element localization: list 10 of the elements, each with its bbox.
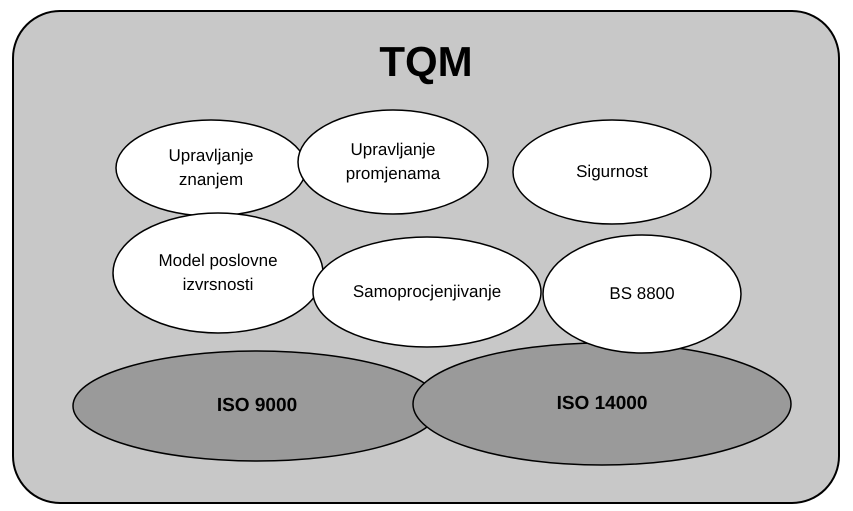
ellipse-label: Model poslovne izvrsnosti [158,250,278,296]
ellipse-label: Upravljanje znanjem [167,145,255,191]
ellipse-label: ISO 14000 [556,392,648,416]
ellipse-label: Upravljanje promjenama [344,139,442,185]
ellipse-label: Sigurnost [576,161,648,183]
ellipse-label: Samoprocjenjivanje [352,281,502,303]
frame-heading: TQM [379,38,473,85]
ellipse-label: ISO 9000 [216,394,298,418]
ellipse-label: BS 8800 [609,283,675,305]
frame-panel [12,10,840,504]
